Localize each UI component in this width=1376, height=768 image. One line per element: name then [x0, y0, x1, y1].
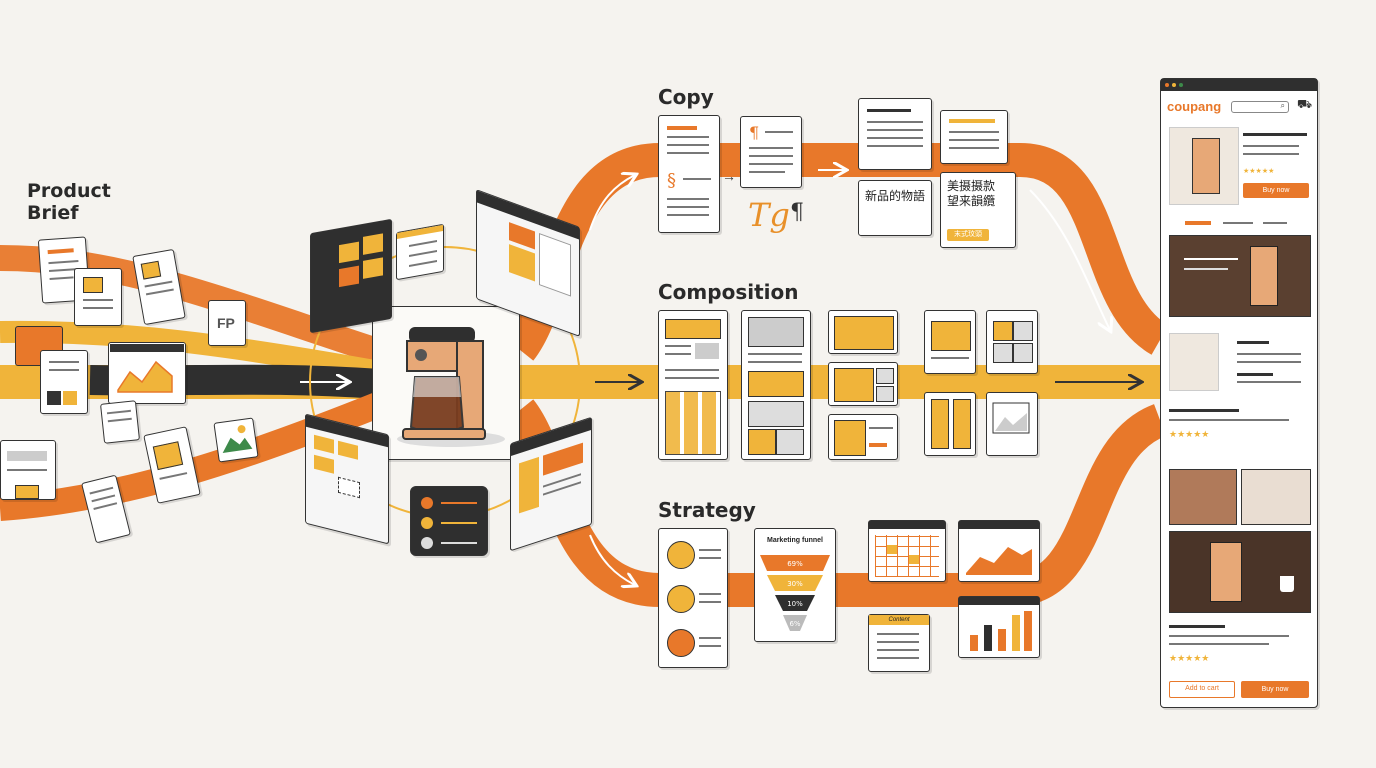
marketing-funnel-card: Marketing funnel 69% 30% 10% 6% [754, 528, 836, 642]
product-hub[interactable] [372, 306, 520, 460]
gallery-image[interactable] [1241, 469, 1311, 525]
funnel-level [775, 595, 815, 611]
document-icon [74, 268, 122, 326]
cart-icon[interactable]: ⛟ [1297, 97, 1313, 111]
copy-document: § [658, 115, 720, 233]
grid-layout-icon [986, 310, 1038, 374]
bar-chart-card [958, 596, 1040, 658]
person-icon [667, 629, 695, 657]
image-icon [924, 310, 976, 374]
funnel-level-label: 10% [787, 600, 803, 608]
image-icon [986, 392, 1038, 456]
note-icon [100, 400, 140, 444]
app-window-card [310, 218, 392, 334]
product-brief-label: Product Brief [27, 180, 111, 224]
copy-label: Copy [658, 85, 714, 109]
funnel-level [783, 615, 807, 631]
document-icon [40, 350, 88, 414]
document-icon: FP [208, 300, 246, 346]
person-icon [667, 585, 695, 613]
search-icon: ⌕ [1280, 101, 1285, 110]
arrow-icon: → [722, 168, 736, 184]
funnel-level-label: 30% [787, 580, 803, 588]
section-mark: § [667, 170, 676, 191]
product-image [1169, 127, 1239, 205]
coffee-maker-icon [397, 327, 505, 447]
pilcrow-glyph: ¶ [790, 200, 804, 225]
funnel-title: Marketing funnel [766, 537, 823, 544]
person-icon [667, 541, 695, 569]
copy-document [858, 98, 932, 170]
checklist-card [396, 223, 444, 281]
funnel-chart: 69% 30% 10% 6% [760, 555, 830, 631]
funnel-level-label: 6% [789, 620, 800, 628]
composition-layout [658, 310, 728, 460]
storefront-window: coupang ⌕ ⛟ ★★★★★ Buy now ★★★★★ [1160, 78, 1318, 708]
composition-layout [741, 310, 811, 460]
document-icon [0, 440, 56, 500]
rating-stars-bottom: ★★★★★ [1169, 653, 1210, 663]
persona-card [658, 528, 728, 668]
tag-chip: 末式玟頭 [947, 229, 989, 241]
copy-document: ¶ [740, 116, 802, 188]
rating-stars-mid: ★★★★★ [1169, 429, 1210, 439]
chart-document [108, 342, 186, 404]
pilcrow-mark: ¶ [749, 123, 760, 142]
add-to-cart-button[interactable]: Add to cart [1169, 681, 1235, 698]
content-calendar-card: Content [868, 614, 930, 672]
headline-card: 新品的物語 [858, 180, 932, 236]
calendar-card [868, 520, 946, 582]
buy-now-button-top[interactable]: Buy now [1243, 183, 1309, 198]
search-input[interactable]: ⌕ [1231, 101, 1289, 113]
funnel-level [767, 575, 823, 591]
headline-text: 新品的物語 [865, 189, 926, 203]
lifestyle-image [1169, 531, 1311, 613]
window-titlebar [1161, 79, 1317, 91]
image-icon [213, 417, 259, 463]
content-label: Content [869, 615, 929, 625]
image-icon [828, 310, 898, 354]
grid-layout-icon [924, 392, 976, 456]
body-copy-card: 美摄摄款 望来韻纜 末式玟頭 [940, 172, 1016, 248]
funnel-level-label: 69% [787, 560, 803, 568]
rating-stars: ★★★★★ [1243, 168, 1275, 175]
brand-logo: coupang [1167, 99, 1222, 114]
typography-glyph: Tg [748, 196, 790, 234]
image-icon [828, 414, 898, 460]
body-copy-text: 美摄摄款 望来韻纜 [947, 179, 996, 208]
funnel-level [760, 555, 830, 571]
composition-label: Composition [658, 280, 799, 304]
layout-window-card [305, 413, 389, 545]
image-icon [828, 362, 898, 406]
options-panel [410, 486, 488, 556]
area-chart-card [958, 520, 1040, 582]
strategy-label: Strategy [658, 498, 756, 522]
gallery-image[interactable] [1169, 469, 1237, 525]
buy-now-button[interactable]: Buy now [1241, 681, 1309, 698]
hero-banner [1169, 235, 1311, 317]
copy-document [940, 110, 1008, 164]
product-thumbnail[interactable] [1169, 333, 1219, 391]
